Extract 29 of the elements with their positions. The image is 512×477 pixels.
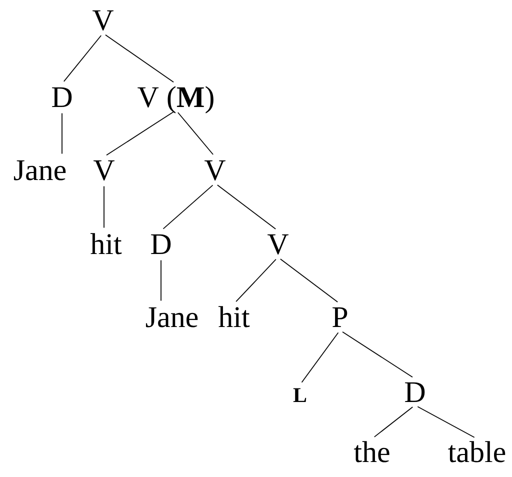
tree-node-label: V (94, 160, 114, 180)
tree-node-label: hit (218, 306, 250, 328)
tree-branch (105, 34, 174, 83)
tree-branch (280, 258, 338, 302)
tree-node-label: P (332, 307, 348, 327)
tree-branch (417, 406, 475, 438)
tree-branch (301, 332, 339, 383)
tree-branch (106, 111, 174, 156)
tree-node-label: V (268, 234, 288, 254)
tree-node-label: D (405, 382, 425, 402)
tree-branch (160, 260, 162, 302)
tree-node-label: L (293, 388, 306, 402)
tree-node-label: Jane (146, 307, 198, 328)
tree-branch (216, 184, 276, 230)
tree-branch (342, 331, 413, 378)
tree-branch (63, 35, 102, 82)
tree-node-label: hit (90, 233, 122, 254)
tree-branch (236, 258, 276, 302)
tree-node-label: table (448, 441, 506, 462)
tree-node-label: V (M) (138, 86, 214, 114)
tree-node-label: D (52, 87, 72, 108)
tree-branch (162, 184, 214, 230)
tree-node-label: Jane (14, 160, 66, 180)
tree-node-label: V (92, 10, 114, 30)
tree-node-label: D (151, 234, 171, 254)
tree-node-label: the (354, 441, 390, 462)
tree-node-label: V (204, 160, 226, 180)
tree-branch (374, 406, 414, 438)
tree-branch (177, 112, 214, 155)
